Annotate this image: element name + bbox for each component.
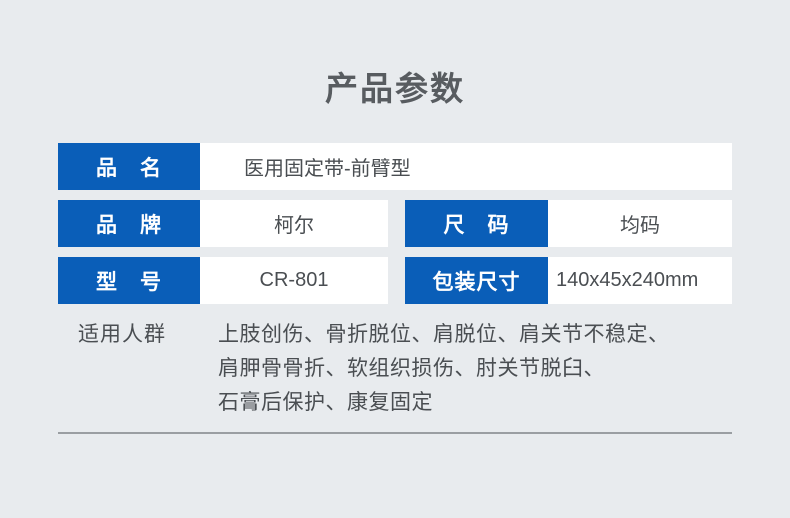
- applicable-group-section: 适用人群 上肢创伤、骨折脱位、肩脱位、肩关节不稳定、 肩胛骨骨折、软组织损伤、肘…: [58, 318, 732, 420]
- applicable-group-label: 适用人群: [78, 323, 166, 346]
- table-row: 品 牌 柯尔 尺 码 均码: [58, 200, 732, 247]
- table-row: 型 号 CR-801 包装尺寸 140x45x240mm: [58, 257, 732, 304]
- spec-label-brand: 品 牌: [58, 200, 200, 247]
- spec-value-package-size: 140x45x240mm: [548, 257, 732, 304]
- spec-label-package-size: 包装尺寸: [405, 257, 548, 304]
- section-divider: [58, 432, 732, 434]
- applicable-group-values: 上肢创伤、骨折脱位、肩脱位、肩关节不稳定、 肩胛骨骨折、软组织损伤、肘关节脱臼、…: [218, 318, 670, 420]
- spec-table: 品 名 医用固定带-前臂型 品 牌 柯尔 尺 码 均码 型 号 CR-801 包…: [58, 143, 732, 314]
- spec-label-product-name: 品 名: [58, 143, 200, 190]
- spec-value-size: 均码: [548, 200, 732, 247]
- applicable-line: 上肢创伤、骨折脱位、肩脱位、肩关节不稳定、: [218, 323, 670, 346]
- column-gap: [388, 200, 405, 247]
- spec-label-size: 尺 码: [405, 200, 548, 247]
- spec-value-model: CR-801: [200, 257, 388, 304]
- page-title: 产品参数: [325, 70, 465, 107]
- applicable-line: 石膏后保护、康复固定: [218, 391, 433, 414]
- spec-label-model: 型 号: [58, 257, 200, 304]
- column-gap: [388, 257, 405, 304]
- table-row: 品 名 医用固定带-前臂型: [58, 143, 732, 190]
- spec-value-brand: 柯尔: [200, 200, 388, 247]
- applicable-line: 肩胛骨骨折、软组织损伤、肘关节脱臼、: [218, 357, 605, 380]
- spec-value-product-name: 医用固定带-前臂型: [200, 143, 732, 190]
